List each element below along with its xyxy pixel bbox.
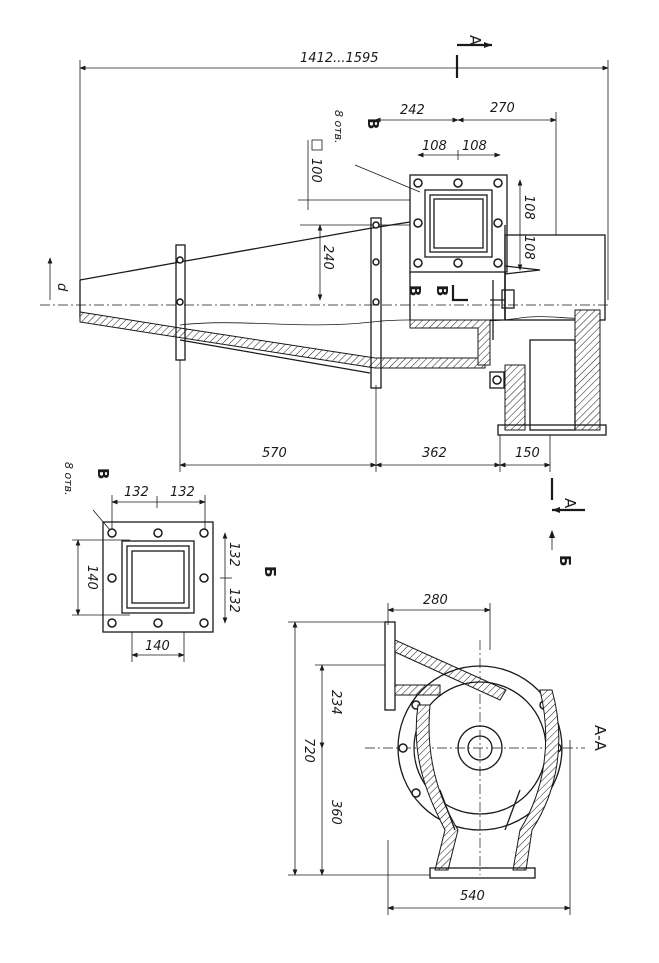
side-view: 1412...1595 А 242 270 108 108 108 108 8 … [40, 35, 610, 566]
diameter-d-label: d [54, 283, 69, 292]
support-wall-right [512, 689, 560, 871]
base-plate [497, 424, 607, 436]
holes-top-symbol: В [364, 118, 382, 129]
dim-360: 360 [328, 800, 343, 825]
section-a-a-title: А-А [591, 725, 609, 752]
outlet-pipe [457, 725, 503, 771]
inlet-wall-top [394, 639, 507, 701]
holes-flange-label: 8 отв. [62, 462, 75, 496]
dim-270: 270 [490, 101, 515, 116]
dim-242: 242 [400, 103, 425, 118]
holes-top-label: 8 отв. [332, 110, 345, 144]
dim-132-right-bottom: 132 [226, 588, 241, 613]
flange-plate [102, 521, 214, 633]
dim-132-right-top: 132 [226, 542, 241, 567]
holes-flange-symbol: В [94, 468, 112, 479]
section-v-marker-1: В [406, 285, 424, 296]
dim-132-top-right: 132 [170, 485, 195, 500]
inlet-wall-bottom [394, 684, 441, 696]
section-base-plate [429, 867, 536, 879]
dim-108-top-left: 108 [422, 139, 447, 154]
dim-108-right-bottom: 108 [521, 235, 536, 260]
flange-view: 8 отв. В 132 132 140 132 132 140 Б [62, 462, 279, 662]
dim-108-right-top: 108 [521, 195, 536, 220]
dim-570: 570 [262, 446, 287, 461]
section-v-marker-2: В [433, 285, 451, 296]
dim-150: 150 [515, 446, 540, 461]
dim-108-top-right: 108 [462, 139, 487, 154]
square-symbol-icon [311, 139, 323, 151]
dim-720: 720 [301, 738, 316, 763]
view-b-label: Б [261, 566, 279, 577]
cone-flange-1 [175, 244, 186, 361]
inlet-plate [384, 621, 396, 711]
support-wall-left [415, 704, 459, 871]
casing-outer [397, 665, 563, 831]
dim-234: 234 [328, 690, 343, 715]
dim-132-top-left: 132 [124, 485, 149, 500]
dim-280: 280 [423, 593, 448, 608]
cylinder-wall-left [504, 364, 526, 431]
dim-540: 540 [460, 889, 485, 904]
dim-140-bottom: 140 [145, 639, 170, 654]
section-a-top-label: А [466, 35, 484, 46]
cylinder-wall-right [574, 309, 601, 431]
dim-240: 240 [320, 245, 335, 270]
dim-100: 100 [308, 158, 323, 183]
dim-140-left: 140 [84, 565, 99, 590]
section-a-bottom-label: А [561, 498, 579, 509]
view-b-arrow-label: Б [556, 555, 574, 566]
section-a-a: 280 720 234 360 [288, 593, 609, 915]
overall-length-label: 1412...1595 [300, 51, 379, 66]
inlet-flange [409, 174, 508, 273]
dim-362: 362 [422, 446, 447, 461]
